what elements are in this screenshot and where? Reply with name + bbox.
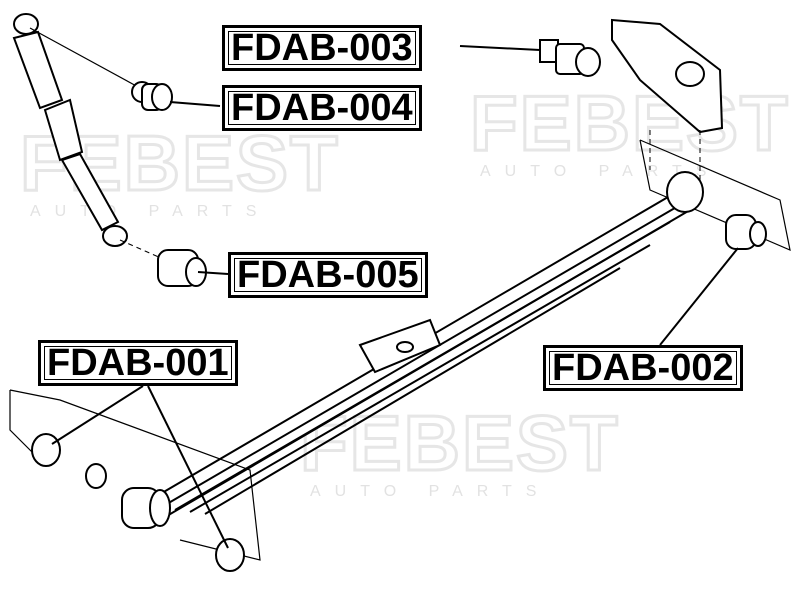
- shock-absorber: [12, 13, 171, 263]
- label-fdab-005: FDAB-005: [228, 252, 428, 298]
- watermark-brand: FEBEST: [300, 399, 620, 487]
- watermark-brand: FEBEST: [470, 79, 790, 167]
- watermark-tagline: AUTO PARTS: [30, 203, 270, 220]
- front-hanger: [9, 389, 261, 572]
- shackle-bracket: [611, 18, 791, 252]
- label-fdab-003: FDAB-003: [222, 25, 422, 71]
- label-fdab-002: FDAB-002: [543, 345, 743, 391]
- bushing-fdab-005: [157, 249, 207, 287]
- bushing-fdab-004: [131, 81, 173, 111]
- label-fdab-001: FDAB-001: [38, 340, 238, 386]
- label-fdab-004: FDAB-004: [222, 85, 422, 131]
- leader-lines: [51, 45, 739, 549]
- watermark-tagline: AUTO PARTS: [310, 483, 550, 500]
- bushing-fdab-003: [539, 39, 601, 77]
